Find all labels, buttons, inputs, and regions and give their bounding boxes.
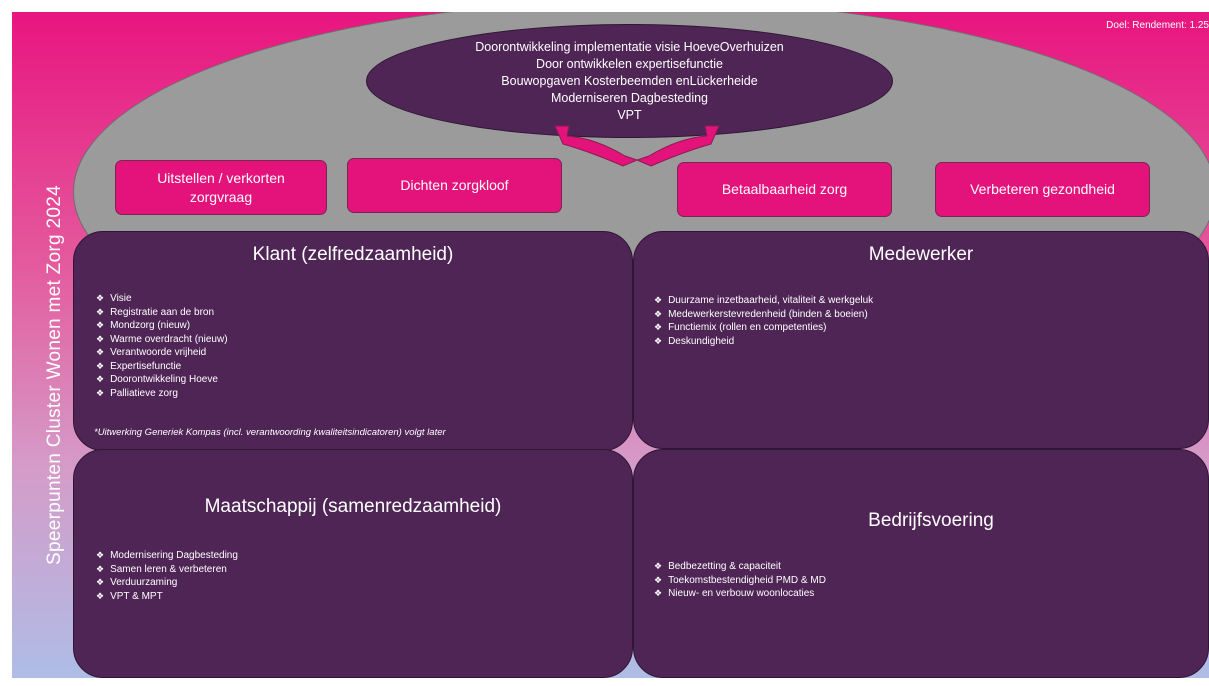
quadrant-title: Klant (zelfredzaamheid) [252,244,454,265]
pillar-label: Betaalbaarheid zorg [721,181,848,197]
ellipse-line: Moderniseren Dagbesteding [550,90,709,105]
goal-label: Doel: Rendement: 1.25 [1106,20,1209,31]
list-item: Functiemix (rollen en competenties) [654,321,873,335]
quadrant-medewerker: Medewerker Duurzame inzetbaarheid, vital… [633,231,1209,449]
ellipse-line: Doorontwikkeling implementatie visie Hoe… [475,39,784,54]
list-item: Toekomstbestendigheid PMD & MD [654,574,826,588]
item-list: Duurzame inzetbaarheid, vitaliteit & wer… [654,294,873,348]
pillar-box: Uitstellen / verkorten zorgvraag [115,160,327,215]
pillar-label: Dichten zorgkloof [400,177,509,193]
quadrant-title: Bedrijfsvoering [868,510,994,531]
list-item: Verduurzaming [96,576,238,590]
item-list: Modernisering Dagbesteding Samen leren &… [96,549,238,603]
list-item: Warme overdracht (nieuw) [96,333,227,347]
ellipse-line: VPT [617,107,642,122]
pillar-label: Uitstellen / verkorten zorgvraag [157,169,285,205]
list-item: Verantwoorde vrijheid [96,346,228,360]
pillar-box: Dichten zorgkloof [347,158,562,213]
pillar-box: Betaalbaarheid zorg [677,162,892,217]
ellipse-line: Bouwopgaven Kosterbeemden enLückerheide [501,73,758,88]
quadrant-klant: Klant (zelfredzaamheid) Visie Registrati… [73,231,633,451]
top-ellipse: Doorontwikkeling implementatie visie Hoe… [366,24,893,138]
list-item: Mondzorg (nieuw) [96,319,228,333]
list-item: Duurzame inzetbaarheid, vitaliteit & wer… [654,294,873,308]
quadrant-title: Medewerker [868,244,974,265]
slide: Doorontwikkeling implementatie visie Hoe… [12,12,1209,678]
list-item: Samen leren & verbeteren [96,563,238,577]
list-item: Modernisering Dagbesteding [96,549,238,563]
item-list: Bedbezetting & capaciteit Toekomstbesten… [654,560,826,601]
ellipse-line: Door ontwikkelen expertisefunctie [536,56,723,71]
list-item: Nieuw- en verbouw woonlocaties [654,587,826,601]
item-list: Visie Registratie aan de bron Mondzorg (… [96,292,228,401]
list-item: Registratie aan de bron [96,306,228,320]
list-item: Palliatieve zorg [96,387,228,401]
side-title: Speerpunten Cluster Wonen met Zorg 2024 [44,185,65,565]
list-item: Medewerkerstevredenheid (binden & boeien… [654,308,873,322]
quadrant-title: Maatschappij (samenredzaamheid) [204,496,502,517]
list-item: VPT & MPT [96,590,238,604]
list-item: Deskundigheid [654,335,873,349]
list-item: Bedbezetting & capaciteit [654,560,826,574]
list-item: Visie [96,292,228,306]
list-item: Expertisefunctie [96,360,228,374]
list-item: Doorontwikkeling Hoeve [96,373,228,387]
footnote: *Uitwerking Generiek Kompas (incl. veran… [94,427,446,438]
pillar-label: Verbeteren gezondheid [970,181,1115,197]
pillar-box: Verbeteren gezondheid [935,162,1150,217]
quadrant-bedrijfsvoering: Bedrijfsvoering Bedbezetting & capacitei… [633,449,1209,678]
quadrant-maatschappij: Maatschappij (samenredzaamheid) Modernis… [73,449,633,678]
curved-arrows-icon [554,125,720,167]
